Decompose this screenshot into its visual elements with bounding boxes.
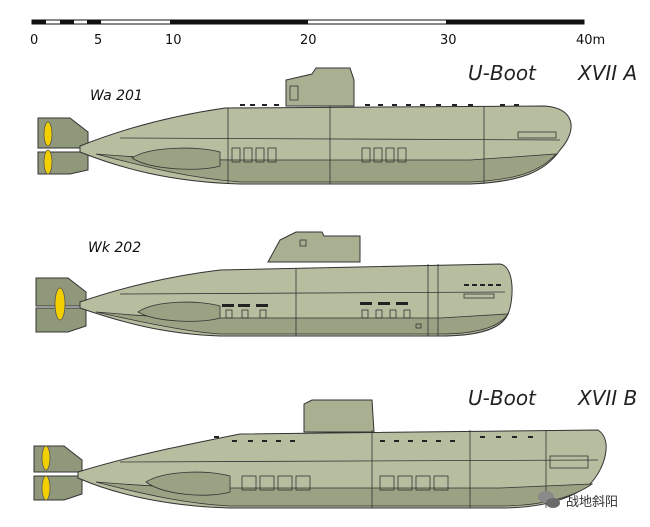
type-heading-left: U-Boot bbox=[468, 386, 537, 410]
propeller bbox=[41, 475, 51, 501]
propeller bbox=[54, 287, 66, 321]
scale-tick-label: 0 bbox=[30, 33, 38, 48]
tail-fin bbox=[33, 445, 83, 473]
torpedo-housing bbox=[137, 301, 221, 322]
propeller bbox=[43, 121, 53, 147]
scale-tick-label: 30 bbox=[440, 33, 457, 48]
scale-bar: 0 5 10 20 30 40m bbox=[30, 19, 605, 48]
propeller bbox=[43, 149, 53, 175]
submarine-xvii-b: U-Boot XVII B bbox=[33, 386, 637, 509]
conning-tower bbox=[285, 67, 355, 107]
watermark: 战地斜阳 bbox=[538, 491, 618, 510]
wechat-icon bbox=[538, 491, 560, 508]
type-heading-left: U-Boot bbox=[468, 61, 537, 85]
propeller bbox=[41, 445, 51, 471]
scale-tick-label: 5 bbox=[94, 33, 102, 48]
torpedo-housing bbox=[145, 471, 231, 496]
scale-tick-label: 40m bbox=[576, 33, 605, 48]
type-heading-right: XVII A bbox=[577, 61, 637, 85]
torpedo-housing bbox=[131, 147, 221, 170]
lower-hull bbox=[95, 311, 509, 335]
type-heading-right: XVII B bbox=[577, 386, 637, 410]
scale-tick-label: 20 bbox=[300, 33, 317, 48]
deck-markings bbox=[214, 436, 533, 442]
boat-label: Wk 202 bbox=[88, 240, 141, 256]
conning-tower bbox=[267, 231, 361, 263]
deck-markings bbox=[222, 284, 501, 307]
boat-label: Wa 201 bbox=[90, 88, 143, 104]
submarine-wk202: Wk 202 bbox=[35, 231, 513, 337]
watermark-text: 战地斜阳 bbox=[566, 495, 618, 510]
scale-tick-label: 10 bbox=[165, 33, 182, 48]
submarine-wa201: U-Boot XVII A Wa 201 bbox=[37, 61, 637, 185]
deck-markings bbox=[240, 104, 519, 106]
tail-fin bbox=[33, 475, 83, 501]
conning-tower bbox=[303, 399, 375, 433]
